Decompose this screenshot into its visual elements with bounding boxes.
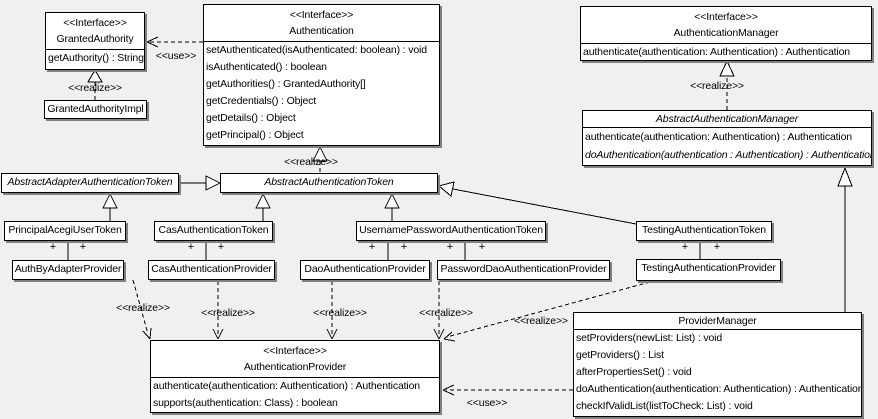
class-abstract-authentication-token[interactable]: AbstractAuthenticationToken: [220, 173, 438, 193]
method-getproviders: getProviders() : List: [576, 349, 664, 361]
class-name: AbstractAdapterAuthenticationToken: [7, 176, 173, 188]
stereotype-label: <<Interface>>: [263, 345, 327, 357]
class-name: PrincipalAcegiUserToken: [8, 224, 122, 236]
label-realize-casprovider: <<realize>>: [201, 307, 255, 319]
label-use-grantedauthority: <<use>>: [155, 50, 197, 62]
class-cas-authentication-token[interactable]: CasAuthenticationToken: [154, 221, 273, 241]
class-header: <<Interface>> Authentication: [204, 5, 439, 42]
class-header: <<Interface>> AuthenticationProvider: [151, 341, 439, 378]
class-name: UsernamePasswordAuthenticationToken: [359, 224, 543, 236]
label-realize-passworddao: <<realize>>: [419, 307, 473, 319]
class-granted-authority-impl[interactable]: GrantedAuthorityImpl: [44, 100, 147, 119]
class-granted-authority[interactable]: <<Interface>> GrantedAuthority getAuthor…: [45, 12, 145, 70]
stereotype-label: <<Interface>>: [289, 9, 354, 21]
edge-gen-abstractadapter-abstracttoken: [180, 175, 222, 191]
class-cas-authentication-provider[interactable]: CasAuthenticationProvider: [148, 260, 275, 280]
method-doauthentication: doAuthentication(authentication: Authent…: [576, 383, 861, 395]
edge-realize-testingauthenticationprovider: [443, 281, 651, 342]
class-name: GrantedAuthorityImpl: [47, 103, 144, 115]
method-authenticate: authenticate(authentication: Authenticat…: [585, 131, 852, 143]
class-header: <<Interface>> AuthenticationManager: [581, 7, 871, 44]
edge-realize-authbyadapterprovider: [132, 279, 152, 340]
class-name: TestingAuthenticationToken: [642, 224, 766, 236]
multiplicity-plus: +: [478, 241, 486, 253]
class-name: DaoAuthenticationProvider: [304, 263, 426, 275]
label-realize-daoprovider: <<realize>>: [313, 307, 367, 319]
method-authenticate: authenticate(authentication: Authenticat…: [153, 380, 420, 392]
class-authentication-manager[interactable]: <<Interface>> AuthenticationManager auth…: [580, 6, 872, 61]
class-name: CasAuthenticationProvider: [151, 263, 272, 275]
method-getcredentials: getCredentials() : Object: [206, 95, 317, 107]
label-realize-authmanager: <<realize>>: [690, 80, 744, 92]
multiplicity-plus: +: [400, 241, 408, 253]
method-setproviders: setProviders(newList: List) : void: [576, 332, 723, 344]
class-name: TestingAuthenticationProvider: [641, 262, 776, 274]
method-getauthorities: getAuthorities() : GrantedAuthority[]: [206, 78, 366, 90]
class-name: AuthenticationManager: [673, 27, 779, 39]
class-username-password-authentication-token[interactable]: UsernamePasswordAuthenticationToken: [356, 221, 546, 241]
method-getdetails: getDetails() : Object: [206, 112, 296, 124]
class-name: CasAuthenticationToken: [158, 224, 269, 236]
class-name: PasswordDaoAuthenticationProvider: [440, 263, 607, 275]
class-name: AbstractAuthenticationToken: [264, 176, 394, 188]
class-auth-by-adapter-provider[interactable]: AuthByAdapterProvider: [12, 260, 124, 280]
method-getauthority: getAuthority() : String: [48, 52, 144, 64]
method-getprincipal: getPrincipal() : Object: [206, 129, 304, 141]
class-authentication[interactable]: <<Interface>> Authentication setAuthenti…: [203, 4, 440, 146]
edge-gen-casauthenticationtoken: [255, 192, 271, 221]
class-name: ProviderManager: [574, 313, 861, 330]
multiplicity-plus: +: [217, 241, 225, 253]
class-name: GrantedAuthority: [56, 33, 134, 45]
multiplicity-plus: +: [368, 241, 376, 253]
edge-realize-daoauthenticationprovider: [326, 281, 338, 340]
method-doauthentication: doAuthentication(authentication : Authen…: [585, 149, 871, 161]
class-testing-authentication-token[interactable]: TestingAuthenticationToken: [636, 221, 772, 241]
edge-realize-abstractauthenticationtoken-authentication: [312, 145, 328, 172]
edge-realize-grantedauthorityimpl-grantedauthority: [87, 69, 103, 100]
class-abstract-adapter-authentication-token[interactable]: AbstractAdapterAuthenticationToken: [1, 173, 179, 193]
method-afterpropertiesset: afterPropertiesSet() : void: [576, 366, 692, 378]
label-realize-grantedauthority: <<realize>>: [68, 82, 122, 94]
method-authenticate: authenticate(authentication: Authenticat…: [583, 46, 850, 58]
class-password-dao-authentication-provider[interactable]: PasswordDaoAuthenticationProvider: [437, 260, 610, 280]
method-supports: supports(authentication: Class) : boolea…: [153, 397, 338, 409]
method-setauthenticated: setAuthenticated(isAuthenticated: boolea…: [206, 44, 427, 56]
multiplicity-plus: +: [79, 241, 87, 253]
class-principal-acegi-user-token[interactable]: PrincipalAcegiUserToken: [4, 221, 126, 241]
edge-realize-abstractauthenticationmanager-authenticationmanager: [719, 59, 735, 110]
class-authentication-provider[interactable]: <<Interface>> AuthenticationProvider aut…: [150, 340, 440, 413]
multiplicity-plus: +: [681, 241, 689, 253]
label-realize-authbyadapter: <<realize>>: [116, 302, 170, 314]
edge-realize-passworddaoauthenticationprovider: [433, 281, 445, 340]
label-realize-authentication: <<realize>>: [284, 156, 338, 168]
edge-gen-principalacegiusertoken: [102, 192, 118, 221]
edge-realize-casauthenticationprovider: [212, 281, 224, 340]
class-name: AuthByAdapterProvider: [14, 263, 122, 275]
class-name: AuthenticationProvider: [243, 361, 347, 373]
multiplicity-plus: +: [187, 241, 195, 253]
class-header: <<Interface>> GrantedAuthority: [46, 13, 144, 50]
stereotype-label: <<Interface>>: [694, 11, 758, 23]
multiplicity-plus: +: [49, 241, 57, 253]
method-isauthenticated: isAuthenticated() : boolean: [206, 61, 327, 73]
edge-use-authentication-grantedauthority: [146, 36, 203, 48]
class-name: Authentication: [289, 25, 354, 37]
edge-use-providermanager-authenticationprovider: [442, 384, 573, 396]
method-checkifvalidlist: checkIfValidList(listToCheck: List) : vo…: [576, 400, 753, 412]
edge-gen-usernamepasswordtoken: [384, 192, 400, 221]
label-realize-testingprovider: <<realize>>: [514, 315, 568, 327]
multiplicity-plus: +: [713, 241, 721, 253]
edge-gen-providermanager: [837, 166, 853, 312]
label-use-providermanager: <<use>>: [466, 397, 508, 409]
stereotype-label: <<Interface>>: [63, 17, 127, 29]
edge-gen-testingauthenticationtoken: [437, 181, 637, 225]
class-abstract-authentication-manager[interactable]: AbstractAuthenticationManager authentica…: [582, 110, 872, 166]
class-name: AbstractAuthenticationManager: [583, 111, 871, 128]
multiplicity-plus: +: [446, 241, 454, 253]
class-provider-manager[interactable]: ProviderManager setProviders(newList: Li…: [573, 312, 862, 417]
class-testing-authentication-provider[interactable]: TestingAuthenticationProvider: [636, 259, 781, 281]
class-dao-authentication-provider[interactable]: DaoAuthenticationProvider: [300, 260, 430, 280]
